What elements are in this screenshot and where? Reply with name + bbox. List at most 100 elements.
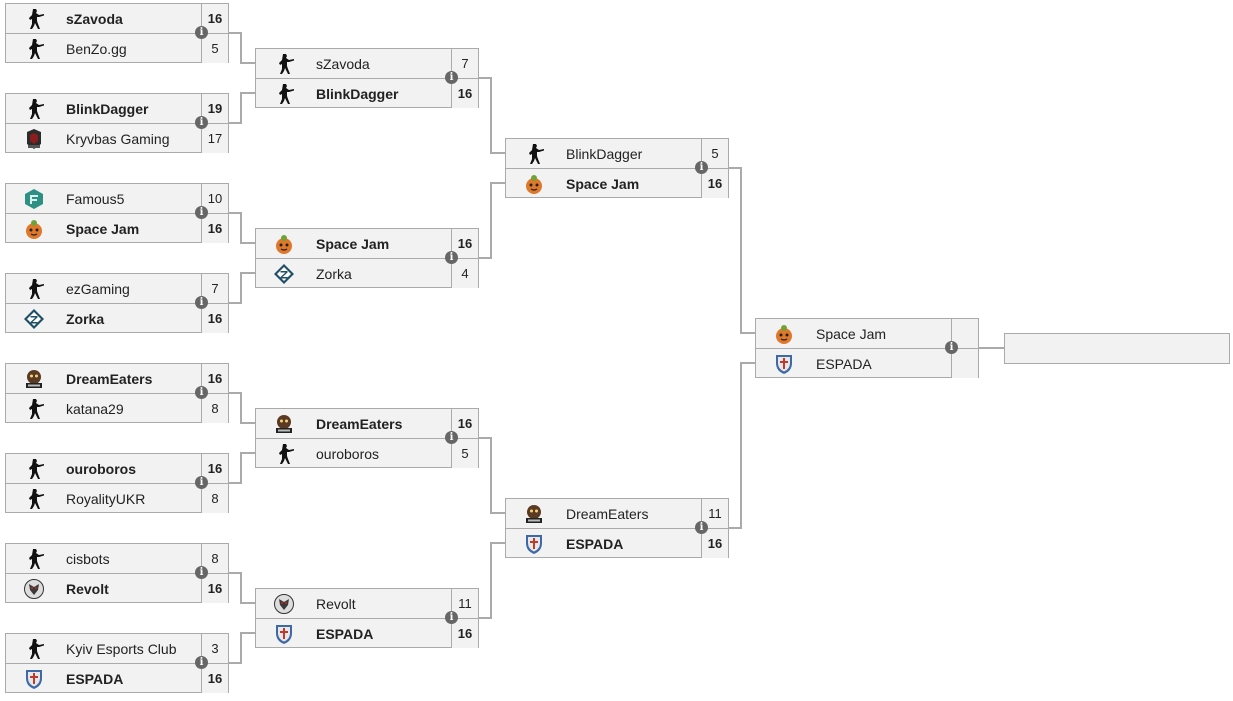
- team-name: DreamEaters: [316, 415, 403, 432]
- match-info-icon[interactable]: i: [695, 521, 708, 534]
- espada-logo-icon: [519, 529, 549, 558]
- espada-logo-icon: [769, 349, 799, 378]
- match-info-icon[interactable]: i: [195, 476, 208, 489]
- soldier-logo-icon: [19, 34, 49, 63]
- team-row[interactable]: BenZo.gg 5: [6, 33, 228, 63]
- match-info-icon[interactable]: i: [195, 296, 208, 309]
- team-score: 16: [201, 574, 228, 603]
- team-score: 16: [201, 214, 228, 243]
- zorka-logo-icon: [19, 304, 49, 333]
- team-row[interactable]: ESPADA: [756, 348, 978, 378]
- team-row[interactable]: BlinkDagger 16: [256, 78, 478, 108]
- match-info-icon[interactable]: i: [445, 71, 458, 84]
- kryvbas-logo-icon: [19, 124, 49, 153]
- dreameaters-logo-icon: [19, 364, 49, 393]
- team-name: ESPADA: [66, 670, 124, 687]
- team-row[interactable]: ESPADA 16: [6, 663, 228, 693]
- team-name: Space Jam: [816, 325, 887, 342]
- team-name: BlinkDagger: [66, 100, 149, 117]
- soldier-logo-icon: [19, 544, 49, 573]
- espada-logo-icon: [19, 664, 49, 693]
- match-info-icon[interactable]: i: [195, 116, 208, 129]
- match-info-icon[interactable]: i: [945, 341, 958, 354]
- team-row[interactable]: ESPADA 16: [256, 618, 478, 648]
- dreameaters-logo-icon: [519, 499, 549, 528]
- team-name: DreamEaters: [566, 505, 649, 522]
- team-name: katana29: [66, 400, 124, 417]
- spacejam-logo-icon: [769, 319, 799, 348]
- match-info-icon[interactable]: i: [445, 611, 458, 624]
- zorka-logo-icon: [269, 259, 299, 288]
- soldier-logo-icon: [19, 484, 49, 513]
- team-name: Revolt: [316, 595, 356, 612]
- match-info-icon[interactable]: i: [445, 251, 458, 264]
- team-name: Zorka: [316, 265, 352, 282]
- team-name: ezGaming: [66, 280, 130, 297]
- soldier-logo-icon: [269, 49, 299, 78]
- soldier-logo-icon: [19, 634, 49, 663]
- dreameaters-logo-icon: [269, 409, 299, 438]
- team-name: ESPADA: [566, 535, 624, 552]
- revolt-logo-icon: [269, 589, 299, 618]
- team-name: Space Jam: [66, 220, 140, 237]
- match-info-icon[interactable]: i: [195, 26, 208, 39]
- match-info-icon[interactable]: i: [195, 386, 208, 399]
- spacejam-logo-icon: [19, 214, 49, 243]
- team-score: 5: [201, 34, 228, 63]
- team-score: 16: [451, 79, 478, 108]
- match-info-icon[interactable]: i: [445, 431, 458, 444]
- team-name: BlinkDagger: [316, 85, 399, 102]
- team-row[interactable]: Revolt 11: [256, 589, 478, 618]
- team-score: 16: [201, 664, 228, 693]
- team-score: 16: [201, 304, 228, 333]
- team-name: ESPADA: [316, 625, 374, 642]
- team-score: 16: [451, 619, 478, 648]
- match-info-icon[interactable]: i: [195, 566, 208, 579]
- team-row[interactable]: Space Jam 16: [506, 168, 728, 198]
- match-info-icon[interactable]: i: [695, 161, 708, 174]
- team-name: Kryvbas Gaming: [66, 130, 170, 147]
- soldier-logo-icon: [19, 4, 49, 33]
- team-score: 19: [201, 94, 228, 123]
- team-score: 16: [701, 169, 728, 198]
- team-row[interactable]: RoyalityUKR 8: [6, 483, 228, 513]
- champion-slot: [1004, 333, 1230, 364]
- team-name: Space Jam: [566, 175, 640, 192]
- team-name: ouroboros: [66, 460, 136, 477]
- team-row[interactable]: BlinkDagger 19: [6, 94, 228, 123]
- team-name: RoyalityUKR: [66, 490, 146, 507]
- team-name: Space Jam: [316, 235, 390, 252]
- spacejam-logo-icon: [519, 169, 549, 198]
- team-name: BenZo.gg: [66, 40, 127, 57]
- team-score: 8: [201, 484, 228, 513]
- match-info-icon[interactable]: i: [195, 206, 208, 219]
- team-score: 11: [451, 589, 478, 618]
- team-row[interactable]: Space Jam 16: [6, 213, 228, 243]
- team-row[interactable]: Kryvbas Gaming 17: [6, 123, 228, 153]
- match-info-icon[interactable]: i: [195, 656, 208, 669]
- soldier-logo-icon: [269, 79, 299, 108]
- team-name: Kyiv Esports Club: [66, 640, 177, 657]
- team-score: 17: [201, 124, 228, 153]
